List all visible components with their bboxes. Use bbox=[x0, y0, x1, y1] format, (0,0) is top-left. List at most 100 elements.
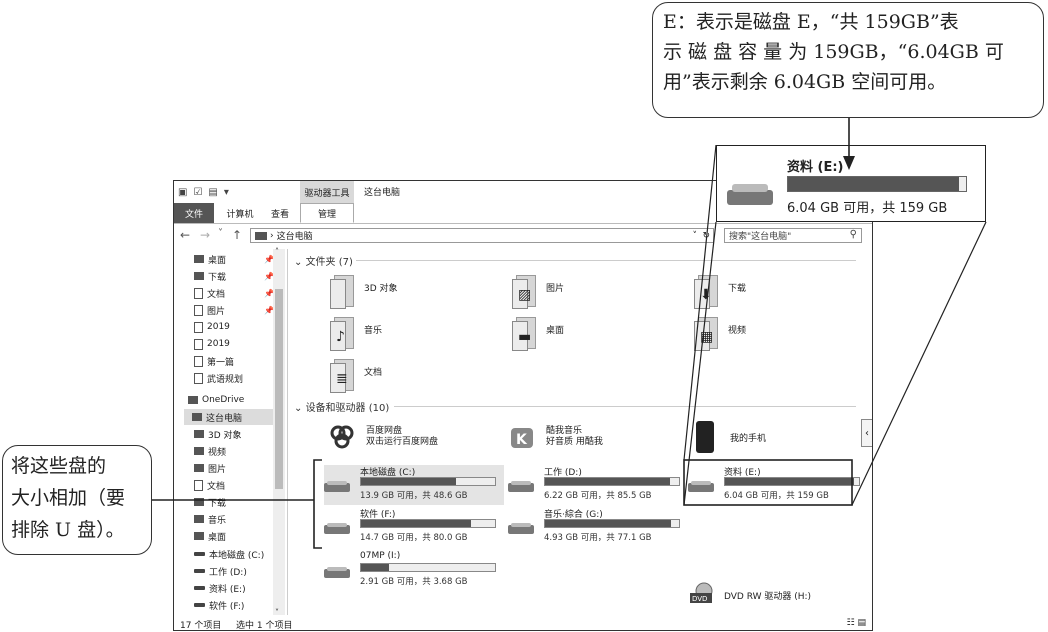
new-folder-icon[interactable]: ▤ bbox=[208, 186, 218, 198]
sidebar-item[interactable]: 3D 对象 bbox=[194, 426, 242, 442]
sidebar-item[interactable]: 这台电脑 bbox=[184, 409, 274, 425]
pin-icon[interactable]: 📌 bbox=[264, 254, 274, 264]
ribbon-tabs: 文件 计算机 查看 管理 bbox=[174, 203, 872, 224]
sidebar-item-label: 这台电脑 bbox=[206, 413, 243, 424]
sidebar-item[interactable]: 桌面📌 bbox=[194, 251, 274, 267]
folder-icon bbox=[194, 287, 203, 299]
folder-icon bbox=[194, 255, 204, 263]
folder-item[interactable]: ≣文档 bbox=[330, 359, 500, 395]
sidebar-item-label: 图片 bbox=[207, 306, 226, 317]
search-icon[interactable]: ⚲ bbox=[849, 229, 857, 240]
computer-icon[interactable]: ▣ bbox=[178, 186, 188, 198]
forward-arrow-icon[interactable]: → bbox=[200, 228, 211, 242]
cloud-icon bbox=[188, 396, 198, 404]
drive-name: 软件 (F:) bbox=[360, 510, 396, 520]
folder-icon bbox=[194, 498, 204, 506]
recent-locations-chevron-icon[interactable]: ˅ bbox=[218, 228, 223, 239]
sidebar-item[interactable]: 2019 bbox=[194, 319, 230, 335]
folder-item[interactable]: ♪音乐 bbox=[330, 317, 500, 353]
sidebar-item[interactable]: 第一篇 bbox=[194, 353, 234, 369]
folder-icon bbox=[194, 515, 204, 523]
sidebar-item[interactable]: 软件 (F:) bbox=[194, 597, 244, 613]
customize-toolbar-icon[interactable]: ▾ bbox=[223, 186, 229, 198]
properties-icon[interactable]: ☑ bbox=[193, 186, 203, 198]
explorer-window: ▣ ☑ ▤ ▾ 驱动器工具 这台电脑 文件 计算机 查看 管理 ← → ˅ ↑ … bbox=[173, 180, 873, 631]
drive-item[interactable]: 工作 (D:)6.22 GB 可用，共 85.5 GB bbox=[508, 465, 688, 505]
sidebar-item-label: 本地磁盘 (C:) bbox=[209, 550, 265, 561]
sidebar-item[interactable]: 文档 📌 bbox=[194, 285, 274, 301]
sidebar-item[interactable]: 下载📌 bbox=[194, 268, 274, 284]
tab-manage[interactable]: 管理 bbox=[300, 203, 354, 223]
up-arrow-icon[interactable]: ↑ bbox=[232, 228, 243, 242]
sidebar-item-label: 2019 bbox=[207, 322, 230, 332]
sidebar-item[interactable]: 桌面 bbox=[194, 528, 226, 544]
folder-name: 3D 对象 bbox=[364, 284, 398, 294]
drive-name: 本地磁盘 (C:) bbox=[360, 468, 416, 478]
sidebar-item[interactable]: 2019 bbox=[194, 336, 230, 352]
view-mode-icons[interactable]: ☷ ▤ bbox=[846, 618, 866, 628]
folder-icon bbox=[194, 355, 203, 367]
dvd-drive-item[interactable]: DVD DVD RW 驱动器 (H:) bbox=[688, 582, 868, 625]
scroll-up-icon[interactable]: ˄ bbox=[275, 247, 279, 256]
capacity-bar bbox=[724, 477, 860, 486]
drive-item[interactable]: 本地磁盘 (C:)13.9 GB 可用，共 48.6 GB bbox=[324, 465, 504, 505]
sidebar-item[interactable]: 本地磁盘 (C:) bbox=[194, 546, 264, 562]
pin-icon[interactable]: 📌 bbox=[264, 271, 274, 281]
pin-icon[interactable]: 📌 bbox=[264, 288, 274, 298]
sidebar-item[interactable]: 工作 (D:) bbox=[194, 563, 247, 579]
music-icon: ♪ bbox=[330, 317, 354, 351]
drive-item[interactable]: 软件 (F:)14.7 GB 可用，共 80.0 GB bbox=[324, 507, 504, 547]
baidu-netdisk-item[interactable]: 百度网盘 双击运行百度网盘 bbox=[328, 421, 488, 457]
drive-icon bbox=[324, 523, 350, 535]
drive-item[interactable]: 音乐·綜合 (G:)4.93 GB 可用，共 77.1 GB bbox=[508, 507, 688, 547]
folder-item[interactable]: 3D 对象 bbox=[330, 275, 500, 311]
navigation-scrollbar[interactable]: ˄ ˅ bbox=[273, 247, 285, 617]
back-arrow-icon[interactable]: ← bbox=[180, 228, 191, 242]
folder-item[interactable]: ▬桌面 bbox=[512, 317, 682, 353]
folder-icon bbox=[194, 430, 204, 438]
collapse-pane-button[interactable]: ‹ bbox=[861, 419, 872, 447]
drive-icon bbox=[194, 603, 205, 607]
my-phone-item[interactable]: 我的手机 bbox=[692, 421, 852, 457]
devices-group-header[interactable]: ⌄ 设备和驱动器 (10) bbox=[294, 399, 389, 414]
search-input[interactable]: 搜索"这台电脑" ⚲ bbox=[724, 228, 862, 243]
sidebar-item[interactable]: 武语规划 bbox=[194, 370, 243, 386]
app-desc: 好音质 用酷我 bbox=[546, 437, 603, 447]
sidebar-item[interactable]: OneDrive bbox=[188, 392, 244, 408]
sidebar-item-label: 工作 (D:) bbox=[209, 567, 247, 578]
sidebar-item[interactable]: 下载 bbox=[194, 494, 226, 510]
address-dropdown-icon[interactable]: ˅ bbox=[692, 230, 698, 241]
sidebar-item-label: 文档 bbox=[207, 289, 226, 300]
capacity-bar bbox=[544, 477, 680, 486]
sidebar-item[interactable]: 视频 bbox=[194, 443, 226, 459]
arrow-head-icon bbox=[843, 156, 855, 170]
app-desc: 双击运行百度网盘 bbox=[366, 437, 439, 447]
pin-icon[interactable]: 📌 bbox=[264, 305, 274, 315]
scroll-down-icon[interactable]: ˅ bbox=[275, 608, 279, 617]
sidebar-item[interactable]: 文档 bbox=[194, 477, 225, 493]
tab-view[interactable]: 查看 bbox=[270, 209, 289, 220]
selected-count: 选中 1 个项目 bbox=[236, 621, 293, 631]
address-separator-icon: › bbox=[270, 230, 274, 241]
drive-item[interactable]: 07MP (I:)2.91 GB 可用，共 3.68 GB bbox=[324, 551, 504, 591]
drive-icon bbox=[508, 481, 534, 493]
folder-glyph: ▨ bbox=[518, 287, 532, 303]
sidebar-item[interactable]: 图片 📌 bbox=[194, 302, 274, 318]
folder-name: 桌面 bbox=[546, 326, 565, 336]
folder-name: 文档 bbox=[364, 368, 383, 378]
drive-name: 07MP (I:) bbox=[360, 551, 401, 561]
tab-computer[interactable]: 计算机 bbox=[226, 209, 254, 220]
capacity-fill bbox=[361, 564, 390, 571]
address-bar-row: ← → ˅ ↑ › 这台电脑 ˅ ↻ 搜索"这台电脑" ⚲ bbox=[174, 226, 872, 246]
drive-item[interactable]: 资料 (E:)6.04 GB 可用，共 159 GB bbox=[688, 465, 868, 505]
kuwo-music-item[interactable]: K 酷我音乐 好音质 用酷我 bbox=[508, 421, 668, 457]
sidebar-item[interactable]: 图片 bbox=[194, 460, 226, 476]
tab-file[interactable]: 文件 bbox=[174, 203, 214, 223]
drive-icon bbox=[324, 481, 350, 493]
capacity-bar bbox=[360, 563, 496, 572]
folders-group-header[interactable]: ⌄ 文件夹 (7) bbox=[294, 253, 353, 268]
folder-item[interactable]: ▨图片 bbox=[512, 275, 682, 311]
sidebar-item[interactable]: 资料 (E:) bbox=[194, 580, 246, 596]
scroll-thumb[interactable] bbox=[275, 289, 283, 489]
sidebar-item[interactable]: 音乐 bbox=[194, 511, 226, 527]
